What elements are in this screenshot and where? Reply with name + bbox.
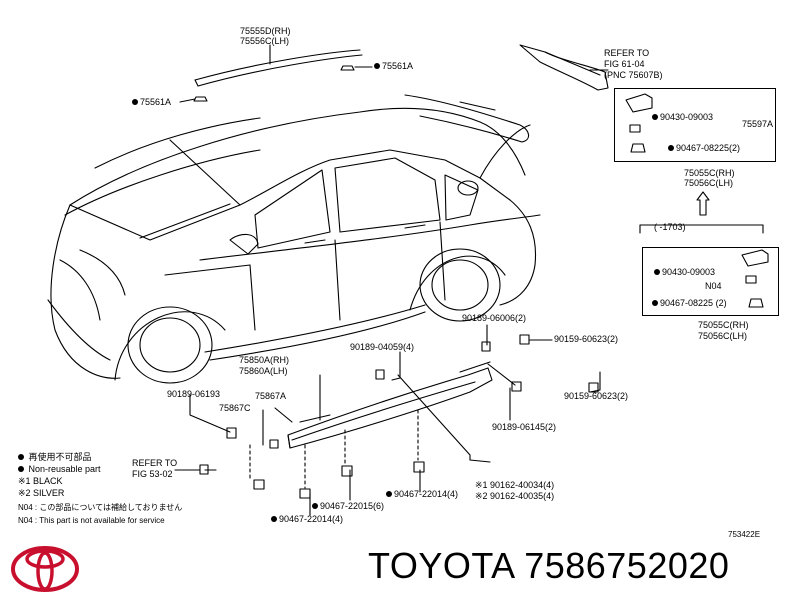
label-90159-60623-top: 90159-60623(2) [554,334,619,344]
label-roof-rh: 75555D(RH) [240,26,291,36]
box1-pnc-rh: 75055C(RH) [684,168,735,178]
label-75860a-lh: 75860A(LH) [239,366,288,376]
non-reusable-dot-icon [654,269,660,275]
legend-en-reuse: Non-reusable part [18,464,101,474]
box1-part-90467: 90467-08225(2) [668,143,740,153]
non-reusable-dot-icon [271,516,277,522]
refer-spoiler-line3: (PNC 75607B) [604,70,663,80]
diagram-code: 753422E [728,530,761,539]
box2-part-90430: 90430-09003 [654,267,715,277]
legend-silver: ※2 SILVER [18,488,65,498]
legend-n04-en: N04 : This part is not available for ser… [18,516,165,525]
label-clip-75561a-right: 75561A [374,61,413,71]
label-roof-lh: 75556C(LH) [240,36,290,46]
non-reusable-dot-icon [668,145,674,151]
label-75850a-rh: 75850A(RH) [239,355,290,365]
legend-jp-reuse: 再使用不可部品 [18,452,92,462]
non-reusable-dot-icon [18,454,24,460]
box1-part-90430: 90430-09003 [652,112,713,122]
non-reusable-dot-icon [652,300,658,306]
non-reusable-dot-icon [132,99,138,105]
box2-n04: N04 [705,281,722,291]
label-90467-22014-mid: 90467-22014(4) [386,489,458,499]
refer-rocker-line2: FIG 53-02 [132,469,173,479]
label-75867a: 75867A [255,391,287,401]
box1-pnc-lh: 75056C(LH) [684,178,734,188]
box2-part-90467: 90467-08225 (2) [652,298,727,308]
label-clip-75561a-left: 75561A [132,97,171,107]
label-90162-40034: ※1 90162-40034(4) [475,480,555,490]
molding-clip-box-upper [614,88,776,162]
label-75867c: 75867C [219,403,251,413]
non-reusable-dot-icon [652,114,658,120]
box2-pnc-lh: 75056C(LH) [698,331,748,341]
refer-spoiler-line1: REFER TO [604,48,650,58]
non-reusable-dot-icon [312,503,318,509]
non-reusable-dot-icon [386,491,392,497]
refer-rocker-line1: REFER TO [132,458,178,468]
label-90467-22014-low: 90467-22014(4) [271,514,343,524]
label-90189-06145: 90189-06145(2) [492,422,557,432]
label-90189-04059: 90189-04059(4) [350,342,415,352]
legend-n04-jp: N04 : この部品については補給しておりません [18,503,183,512]
molding-clip-box-lower [642,247,779,316]
box2-pnc-rh: 75055C(RH) [698,320,749,330]
box1-group-75597a: 75597A [742,119,774,129]
non-reusable-dot-icon [18,466,24,472]
legend-black: ※1 BLACK [18,476,63,486]
label-90189-06006: 90189-06006(2) [462,313,527,323]
label-90189-06193: 90189-06193 [167,389,221,399]
brand-part-number: TOYOTA 7586752020 [368,545,730,586]
label-90162-40035: ※2 90162-40035(4) [475,491,555,501]
label-90159-60623-bot: 90159-60623(2) [564,391,629,401]
box2-range: ( -1703) [654,222,686,232]
toyota-logo-icon [11,546,79,592]
label-90467-22015: 90467-22015(6) [312,501,384,511]
refer-spoiler-line2: FIG 61-04 [604,59,645,69]
non-reusable-dot-icon [374,63,380,69]
